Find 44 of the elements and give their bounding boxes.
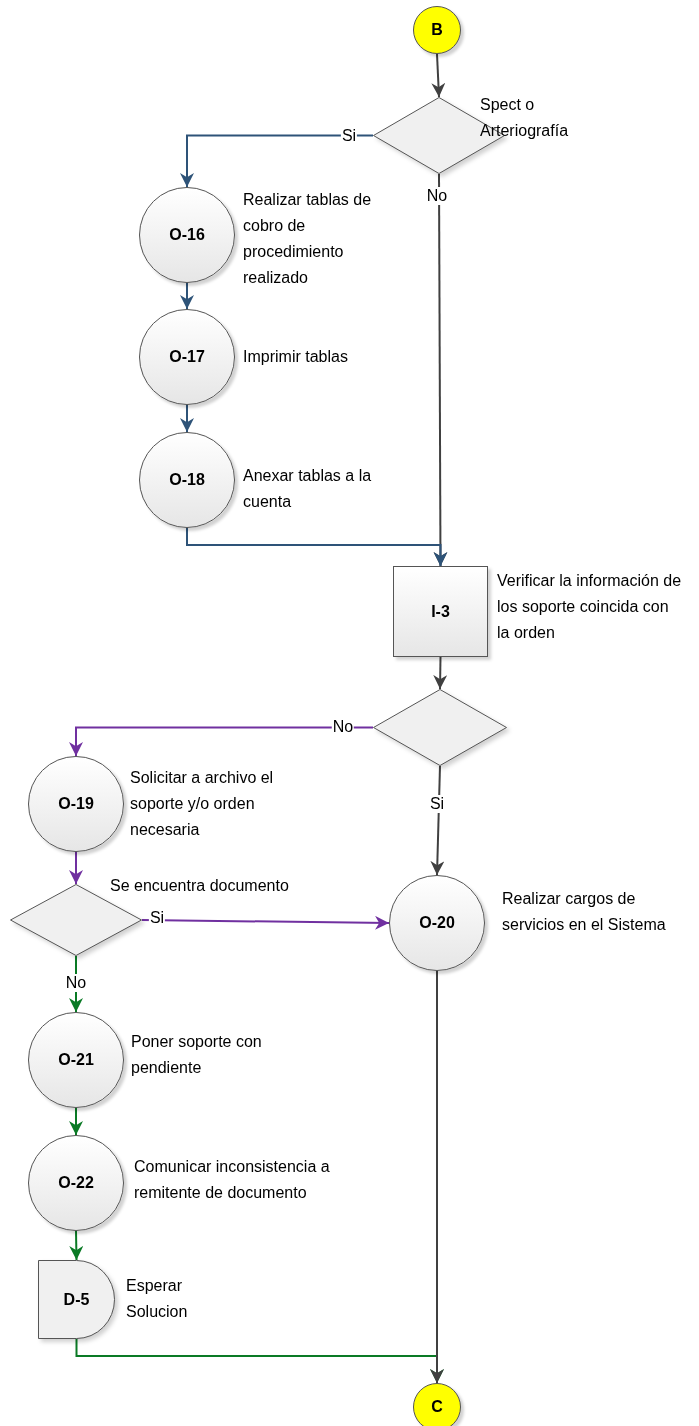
step-description: Anexar tablas a la cuenta [243, 466, 373, 512]
step-code: D-5 [63, 1290, 90, 1309]
arrow [180, 134, 374, 188]
step-code: B [431, 21, 443, 39]
step-description: Verificar la información de los soporte coincida con la orden [497, 571, 682, 643]
arrow [430, 970, 444, 1384]
step-description: Realizar tablas de cobro de procedimiento realizado [243, 190, 373, 288]
connector-circle [413, 6, 461, 54]
arrow [69, 851, 83, 885]
arrow [430, 765, 445, 876]
step-description: Comunicar inconsistencia a remitente de documento [134, 1157, 331, 1203]
step-code: O-16 [169, 226, 205, 244]
step-code: C [431, 1398, 443, 1416]
arrow [433, 656, 448, 690]
edge-label: No [425, 187, 449, 205]
step-description: Realizar cargos de servicios en el Sistema [502, 889, 667, 935]
step-description: Poner soporte con pendiente [131, 1032, 263, 1078]
step-description: Spect o Arteriografía [480, 95, 570, 141]
delay-shape [38, 1260, 115, 1339]
step-code: O-21 [58, 1051, 94, 1069]
step-code: O-19 [58, 795, 94, 813]
arrow [141, 915, 390, 930]
arrow [69, 726, 374, 757]
inspection-box [393, 566, 488, 657]
step-description: Esperar Solucion [126, 1276, 189, 1322]
edge-label: No [64, 974, 88, 992]
connector-circle [413, 1383, 461, 1426]
decision-diamond [373, 689, 507, 766]
arrow [69, 955, 83, 1013]
step-description: Solicitar a archivo el soporte y/o orden necesaria [130, 768, 275, 840]
arrow [69, 1230, 84, 1261]
step-description: Se encuentra documento [110, 876, 290, 896]
edge-label: Si [428, 795, 446, 813]
step-code: O-20 [419, 914, 455, 932]
arrow [180, 404, 194, 433]
step-code: O-22 [58, 1174, 94, 1192]
arrow [180, 282, 194, 310]
step-description: Imprimir tablas [243, 347, 349, 367]
step-code: O-18 [169, 471, 205, 489]
step-code: I-3 [431, 602, 450, 621]
arrow [186, 527, 448, 567]
arrow [69, 1107, 83, 1136]
arrow [431, 53, 446, 98]
step-code: O-17 [169, 348, 205, 366]
